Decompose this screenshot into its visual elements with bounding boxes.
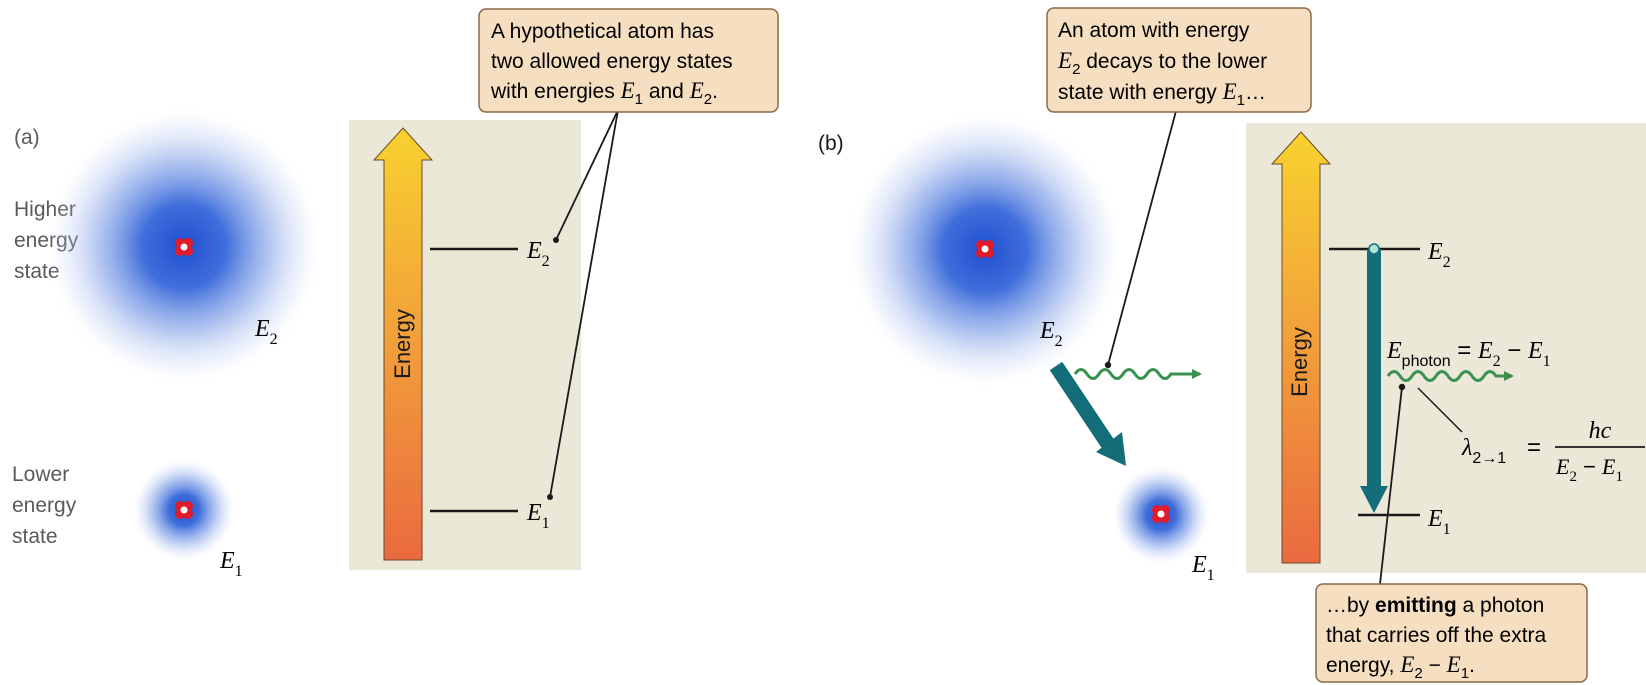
callout-a-line-2: two allowed energy states [491,50,733,73]
leader-dot [547,494,553,500]
lower-state-line-2: energy [12,494,77,517]
energy-axis-label-b: Energy [1287,327,1312,397]
nucleus-icon [976,240,994,258]
panel-a-label: (a) [14,126,40,149]
callout-bottom-b-line-1: …by emitting a photon [1326,594,1544,617]
panel-b-label: (b) [818,132,844,155]
photon-wave-left [1075,370,1200,379]
callout-a-line-1: A hypothetical atom has [491,20,714,43]
nucleus-icon [1152,505,1170,523]
leader-dot [553,237,559,243]
wavelength-equals: = [1527,434,1541,461]
lower-state-line-1: Lower [12,463,69,486]
wavelength-numerator: hc [1589,418,1612,444]
leader-dot [1105,362,1111,368]
nucleus-icon [175,238,193,256]
callout-top-b-line-1: An atom with energy [1058,19,1250,42]
energy-axis-label-a: Energy [390,309,415,379]
atom-low-energy-label-a: E1 [219,548,243,580]
decay-arrow [1056,366,1126,466]
nucleus-icon [175,501,193,519]
atom-low-energy-label-b: E1 [1191,552,1215,584]
leader-dot [1399,384,1405,390]
callout-bottom-b-line-2: that carries off the extra [1326,624,1547,647]
lower-state-line-3: state [12,525,58,548]
lower-state-label: Lower energy state [12,463,77,548]
